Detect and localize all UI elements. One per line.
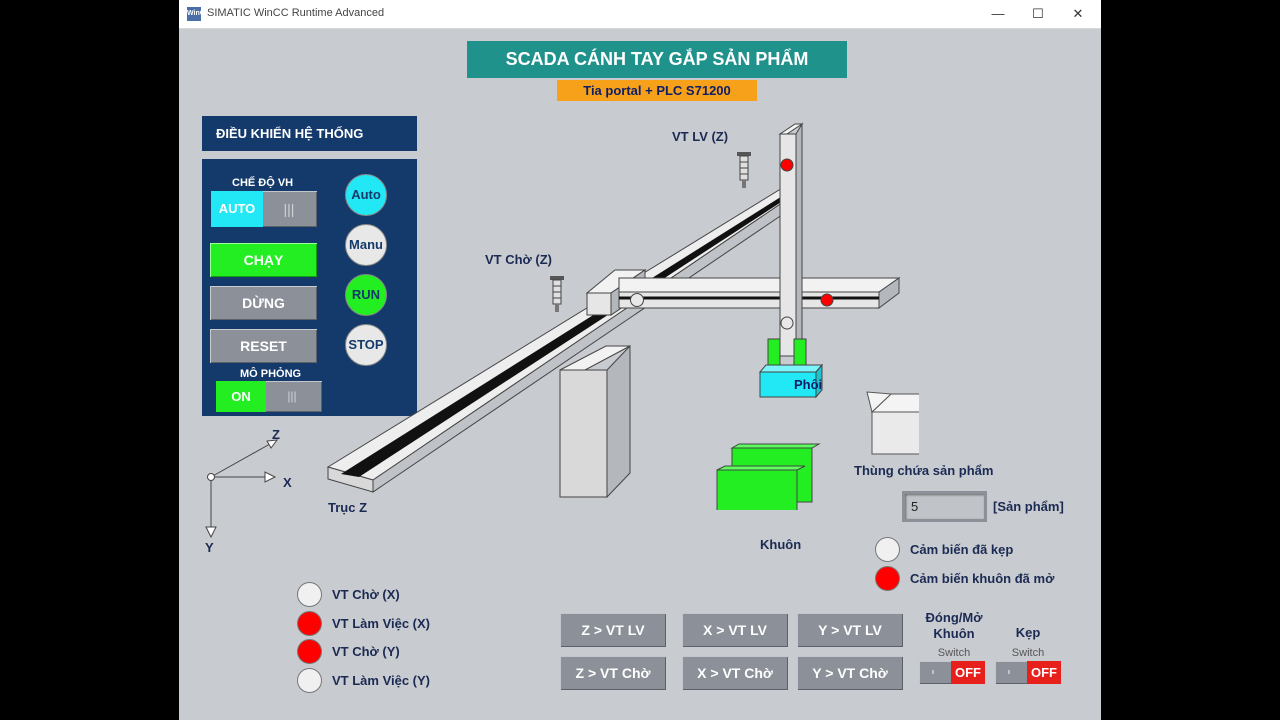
mode-switch-value: AUTO: [211, 191, 263, 227]
clamp-switch-title: Kẹp: [1015, 625, 1041, 640]
sensor-lv-icon: [737, 152, 751, 188]
control-panel: CHẾ ĐỘ VH AUTO ||| CHẠY DỪNG RESET MÔ PH…: [202, 159, 417, 416]
clamp-switch-state: OFF: [1027, 661, 1061, 684]
sensor-cho-icon: [550, 276, 564, 312]
sensor-lv-label: VT LV (Z): [672, 129, 729, 144]
x-to-wait-button[interactable]: X > VT Chờ: [682, 656, 788, 690]
mode-switch[interactable]: AUTO |||: [211, 191, 317, 227]
title-bar: WinCC SIMATIC WinCC Runtime Advanced — ☐…: [179, 0, 1101, 29]
pos-label: VT Làm Việc (Y): [332, 673, 431, 688]
mold-switch[interactable]: OFF: [919, 661, 985, 684]
mold-switch-state: OFF: [951, 661, 985, 684]
mold-switch-grip: [932, 670, 934, 674]
pos-label: VT Làm Việc (X): [332, 616, 431, 631]
bin-label: Thùng chứa sản phẩm: [854, 463, 994, 478]
mold-sensor-indicator: [875, 566, 900, 591]
mode-switch-grip: |||: [283, 201, 295, 217]
mold-switch-caption: Switch: [937, 647, 971, 659]
stop-lamp: STOP: [345, 324, 387, 366]
pos-label: VT Chờ (X): [332, 587, 400, 602]
pos-indicator: [297, 668, 322, 693]
reset-button[interactable]: RESET: [210, 329, 317, 363]
axis-z-label: Z: [272, 427, 280, 442]
mold-label: Khuôn: [760, 537, 802, 552]
auto-lamp: Auto: [345, 174, 387, 216]
product-counter-unit: [Sản phẩm]: [993, 499, 1064, 514]
pos-indicator: [297, 582, 322, 607]
z-to-work-button[interactable]: Z > VT LV: [560, 613, 666, 647]
mode-label: CHẾ ĐỘ VH: [232, 177, 294, 189]
product-counter: 5: [902, 491, 987, 522]
z-to-wait-button[interactable]: Z > VT Chờ: [560, 656, 666, 690]
clamp-switch-caption: Switch: [1011, 647, 1045, 659]
workpiece-label: Phôi: [794, 377, 823, 392]
clamp-switch-grip: [1008, 670, 1010, 674]
maximize-button[interactable]: ☐: [1032, 6, 1044, 21]
axis-y-label: Y: [205, 540, 214, 555]
axis-z-beam-label: Trục Z: [328, 500, 368, 515]
manual-lamp: Manu: [345, 224, 387, 266]
pos-indicator: [297, 611, 322, 636]
minimize-button[interactable]: —: [991, 6, 1005, 21]
app-icon: WinCC: [187, 7, 210, 21]
stop-button[interactable]: DỪNG: [210, 286, 317, 320]
sim-switch-grip: |||: [287, 389, 297, 403]
axis-x-label: X: [283, 475, 292, 490]
run-button[interactable]: CHẠY: [210, 243, 317, 277]
y-to-work-button[interactable]: Y > VT LV: [797, 613, 903, 647]
run-lamp: RUN: [345, 274, 387, 316]
pos-label: VT Chờ (Y): [332, 644, 400, 659]
clamp-sensor-label: Cảm biến đã kẹp: [910, 542, 1014, 557]
wincc-window: WinCC SIMATIC WinCC Runtime Advanced — ☐…: [179, 0, 1101, 720]
sim-label: MÔ PHỎNG: [240, 368, 302, 380]
clamp-switch[interactable]: OFF: [995, 661, 1061, 684]
close-button[interactable]: ✕: [1072, 6, 1084, 21]
sensor-cho-label: VT Chờ (Z): [485, 252, 553, 267]
page-subtitle: Tia portal + PLC S71200: [557, 80, 757, 101]
mold-switch-title: Đóng/Mở Khuôn: [925, 610, 983, 641]
mold-sensor-label: Cảm biến khuôn đã mở: [910, 571, 1055, 586]
gantry-scene: [326, 122, 919, 510]
x-to-work-button[interactable]: X > VT LV: [682, 613, 788, 647]
sim-switch-value: ON: [216, 381, 266, 412]
page-title: SCADA CÁNH TAY GẮP SẢN PHẨM: [467, 41, 847, 78]
window-title: SIMATIC WinCC Runtime Advanced: [207, 7, 385, 19]
simulation-switch[interactable]: ON |||: [216, 381, 322, 412]
control-panel-title: ĐIỀU KHIỂN HỆ THỐNG: [202, 116, 417, 151]
pos-indicator: [297, 639, 322, 664]
axis-diagram: [205, 439, 279, 539]
clamp-sensor-indicator: [875, 537, 900, 562]
y-to-wait-button[interactable]: Y > VT Chờ: [797, 656, 903, 690]
